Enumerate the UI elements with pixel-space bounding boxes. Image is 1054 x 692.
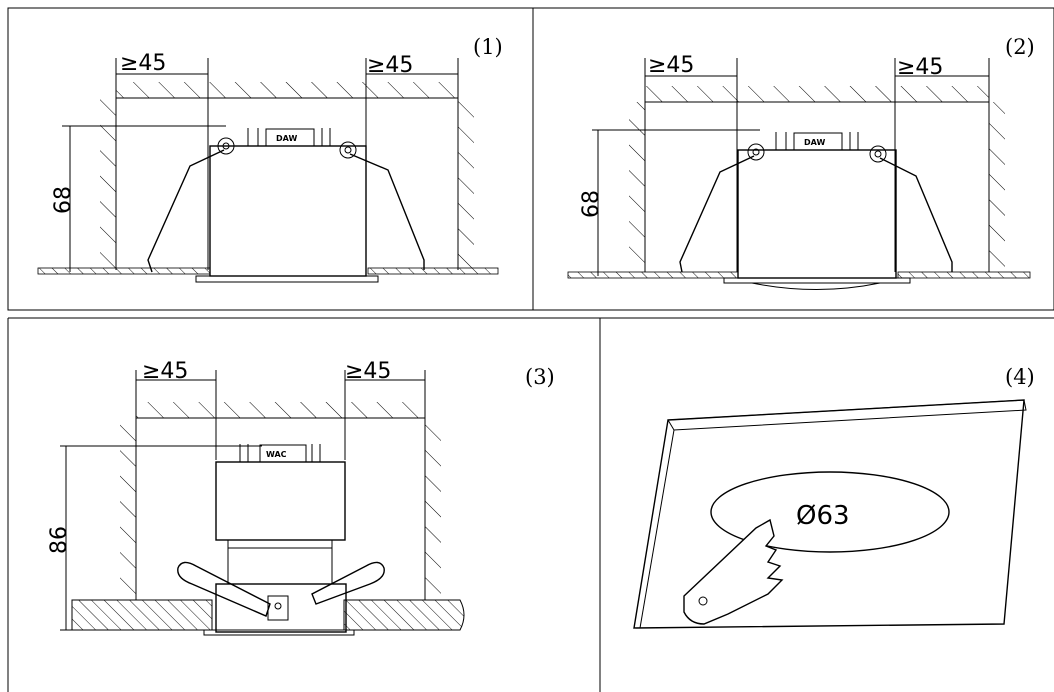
right-clearance-label: ≥45 [345,359,391,384]
left-clearance-label: ≥45 [142,359,188,384]
height-label: 68 [51,186,76,214]
brand-label: DAW [276,134,297,143]
panel-title: (4) [1005,365,1035,389]
panel-2: (2) ≥45 ≥45 68 DAW [567,35,1035,290]
panel-title: (2) [1005,35,1035,59]
panel-4: (4) Ø63 [633,365,1035,629]
right-clearance-label: ≥45 [897,55,943,80]
height-label: 86 [47,526,72,554]
right-clearance-label: ≥45 [367,53,413,78]
panel-3: (3) ≥45 ≥45 86 WAC [47,359,555,636]
brand-label: DAW [804,138,825,147]
panel-title: (3) [525,365,555,389]
panel-frames [7,7,1054,692]
left-clearance-label: ≥45 [648,53,694,78]
saw-icon [683,518,784,625]
ceiling-hatch-pattern [116,82,458,98]
cutout-diameter-label: Ø63 [796,501,850,531]
brand-label: WAC [266,450,287,459]
panel-title: (1) [473,35,503,59]
panel-1: (1) ≥45 ≥45 68 DAW [37,35,503,283]
height-label: 68 [579,190,604,218]
left-clearance-label: ≥45 [120,51,166,76]
